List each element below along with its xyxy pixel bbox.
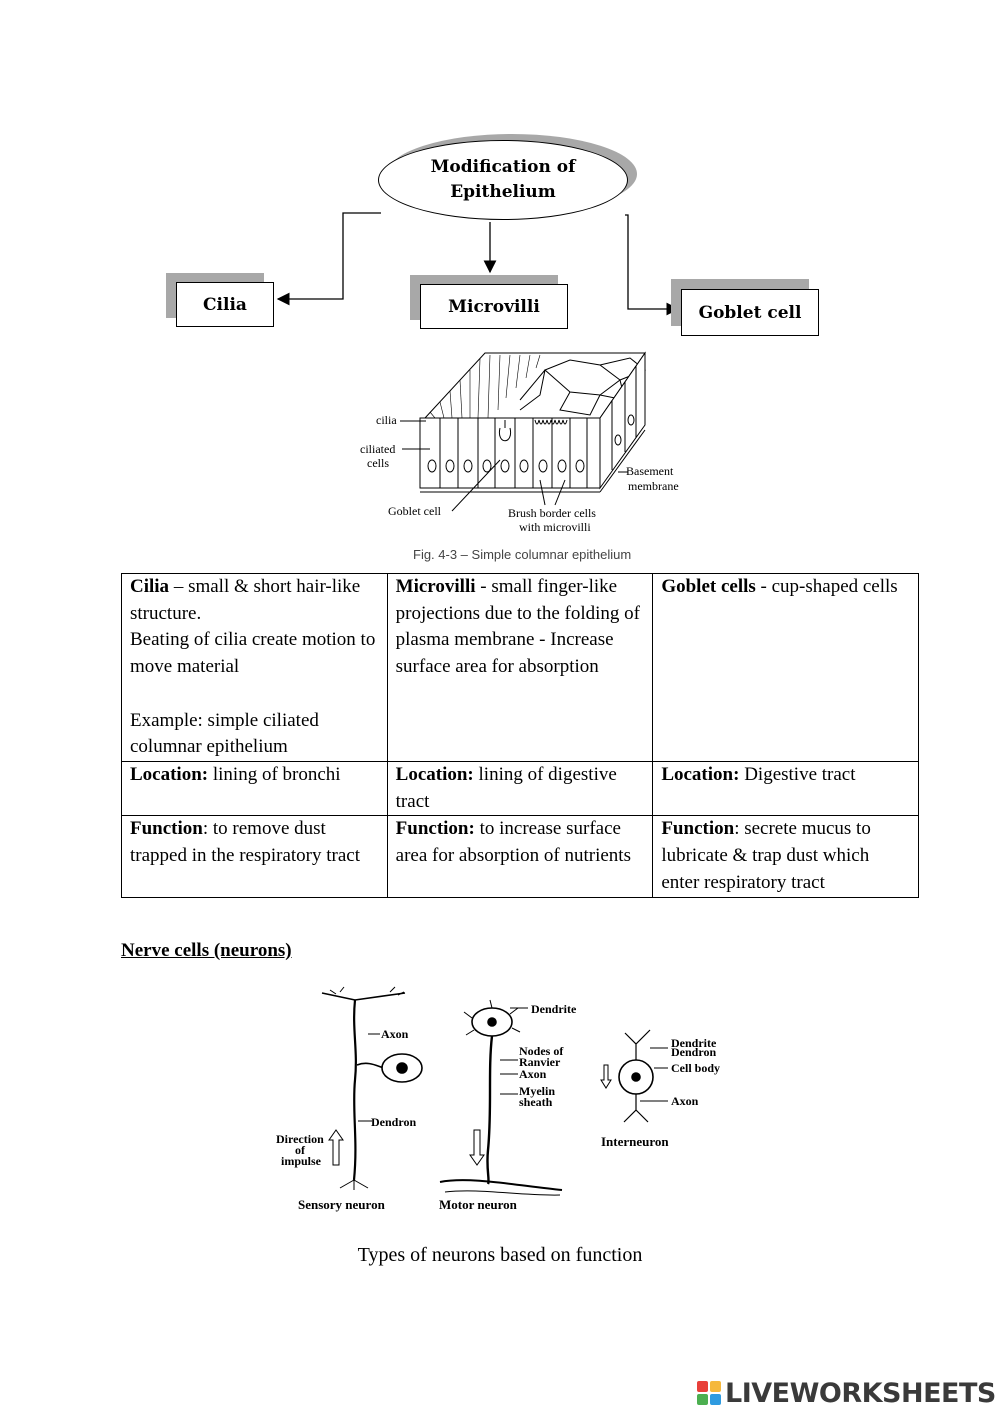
cell-microvilli-description: Microvilli - small finger-like projectio… [386, 573, 654, 762]
cell-goblet-location: Location: Digestive tract [652, 760, 919, 817]
interneuron-label: Interneuron [601, 1134, 669, 1149]
liveworksheets-logo: LIVEWORKSHEETS [697, 1375, 996, 1411]
cilia-location-label: Location: [130, 764, 209, 785]
motor-myelin-label-1: Myelin [519, 1084, 555, 1098]
label-cells: cells [367, 456, 389, 470]
label-brush-border: Brush border cells [508, 506, 596, 520]
root-node-line1: Modification of [430, 157, 576, 177]
inter-axon-label: Axon [671, 1094, 699, 1108]
microvilli-function-label: Function: [395, 818, 475, 840]
goblet-location: Digestive tract [739, 764, 856, 785]
direction-label-3: impulse [281, 1154, 322, 1168]
cilia-desc2: Beating of cilia create motion to move m… [130, 629, 376, 678]
motor-myelin-label-2: sheath [519, 1095, 553, 1109]
goblet-desc: - cup-shaped cells [755, 576, 898, 597]
epithelium-caption: Fig. 4-3 – Simple columnar epithelium [413, 547, 632, 562]
microvilli-location-label: Location: [395, 764, 474, 785]
cell-cilia-location: Location: lining of bronchi [121, 760, 388, 817]
motor-nodes-label-1: Nodes of [519, 1044, 564, 1058]
cell-goblet-description: Goblet cells - cup-shaped cells [652, 573, 919, 762]
microvilli-node: Microvilli [420, 284, 568, 329]
microvilli-location: lining of digestive tract [395, 764, 617, 812]
logo-icon [697, 1381, 721, 1405]
label-with-microvilli: with microvilli [519, 520, 591, 534]
goblet-title: Goblet cells [661, 576, 756, 597]
goblet-function: : secrete mucus to lubricate & trap dust… [661, 818, 871, 893]
cilia-example: Example: simple ciliated columnar epithe… [130, 709, 319, 758]
cilia-desc: – small & short hair-like structure. [130, 576, 361, 624]
goblet-location-label: Location: [661, 764, 740, 785]
goblet-node-label: Goblet cell [698, 302, 802, 323]
direction-label-1: Direction [276, 1132, 324, 1146]
cell-cilia-description: Cilia – small & short hair-like structur… [121, 573, 388, 762]
logo-text: LIVEWORKSHEETS [725, 1377, 996, 1409]
label-ciliated: ciliated [360, 442, 396, 456]
nerve-heading: Nerve cells (neurons) [121, 940, 292, 961]
modification-table: Cilia – small & short hair-like structur… [121, 573, 919, 898]
label-goblet-cell: Goblet cell [388, 504, 441, 518]
inter-dendron-label: Dendron [671, 1045, 717, 1059]
goblet-node: Goblet cell [681, 289, 819, 336]
motor-axon-label: Axon [519, 1067, 547, 1081]
goblet-function-label: Function [661, 818, 735, 840]
cilia-function-label: Function [130, 818, 203, 840]
sensory-axon-label: Axon [381, 1027, 409, 1041]
microvilli-desc: - small finger-like projections due to t… [395, 576, 640, 678]
label-basement: Basement [626, 464, 674, 478]
table-row-function: Function: to remove dust trapped in the … [121, 815, 919, 898]
label-cilia: cilia [376, 413, 397, 427]
direction-label-2: of [295, 1143, 305, 1157]
cilia-function: : to remove dust trapped in the respirat… [130, 818, 361, 867]
motor-neuron-label: Motor neuron [439, 1197, 517, 1212]
table-row-description: Cilia – small & short hair-like structur… [121, 573, 919, 762]
microvilli-node-label: Microvilli [448, 296, 540, 317]
sensory-neuron-label: Sensory neuron [298, 1197, 385, 1212]
cell-microvilli-function: Function: to increase surface area for a… [386, 815, 654, 898]
cell-goblet-function: Function: secrete mucus to lubricate & t… [652, 815, 919, 898]
motor-nodes-label-2: Ranvier [519, 1055, 561, 1069]
inter-cellbody-label: Cell body [671, 1061, 721, 1075]
sensory-dendron-label: Dendron [371, 1115, 417, 1129]
cilia-node-label: Cilia [203, 294, 247, 315]
motor-dendrite-label: Dendrite [531, 1002, 577, 1016]
microvilli-title: Microvilli [395, 576, 476, 597]
neuron-caption: Types of neurons based on function [357, 1244, 643, 1266]
cilia-node: Cilia [176, 282, 274, 327]
inter-dendrite-label: Dendrite [671, 1036, 717, 1050]
root-node: Modification of Epithelium [378, 140, 628, 220]
cell-microvilli-location: Location: lining of digestive tract [386, 760, 654, 817]
microvilli-function: to increase surface area for absorption … [395, 818, 631, 867]
table-row-location: Location: lining of bronchi Location: li… [121, 760, 919, 817]
root-node-line2: Epithelium [450, 182, 556, 202]
cilia-location: lining of bronchi [208, 764, 341, 785]
label-membrane: membrane [628, 479, 679, 493]
cell-cilia-function: Function: to remove dust trapped in the … [121, 815, 388, 898]
cilia-title: Cilia [130, 576, 170, 597]
